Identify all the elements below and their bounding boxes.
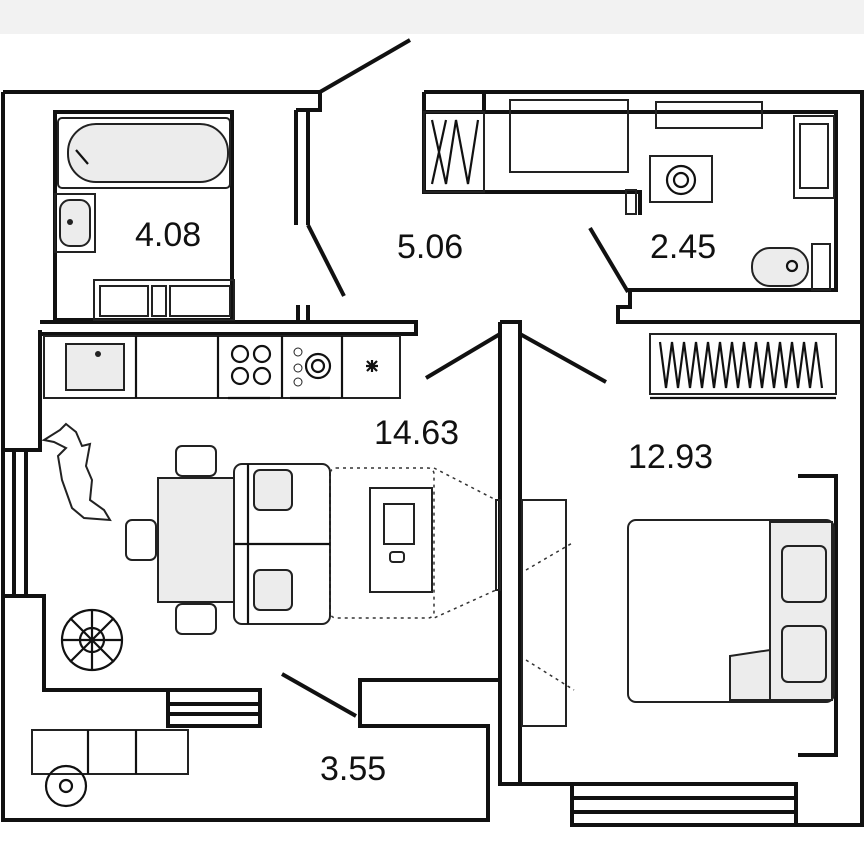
wc-cabinet	[793, 115, 835, 199]
toilet	[751, 243, 831, 291]
room-area-hall: 5.06	[397, 228, 463, 266]
room-area-wc: 2.45	[650, 228, 716, 266]
wc-washer	[649, 155, 713, 203]
room-area-bedroom: 12.93	[628, 438, 713, 476]
kitchen-counter	[43, 335, 401, 400]
hall-post	[625, 189, 637, 215]
dining-set	[125, 445, 235, 635]
bedroom-wardrobe	[649, 333, 837, 400]
bed	[627, 519, 835, 703]
washing-machine-shelves	[93, 279, 235, 321]
plant	[60, 608, 124, 672]
room-area-balcony: 3.55	[320, 750, 386, 788]
doors	[281, 38, 630, 718]
walls	[1, 90, 864, 827]
bathtub	[57, 117, 231, 189]
room-area-bathroom: 4.08	[135, 216, 201, 254]
hall-wardrobe	[423, 99, 763, 193]
top-strip	[0, 0, 864, 34]
dog	[41, 422, 112, 522]
desk-with-laptop	[329, 467, 435, 619]
room-area-living-kitchen: 14.63	[374, 414, 459, 452]
bedroom-tv-unit	[521, 499, 575, 727]
sofa	[233, 463, 331, 625]
bathroom-sink	[54, 193, 96, 253]
tv-projection	[433, 467, 501, 619]
balcony-bench	[31, 729, 189, 808]
